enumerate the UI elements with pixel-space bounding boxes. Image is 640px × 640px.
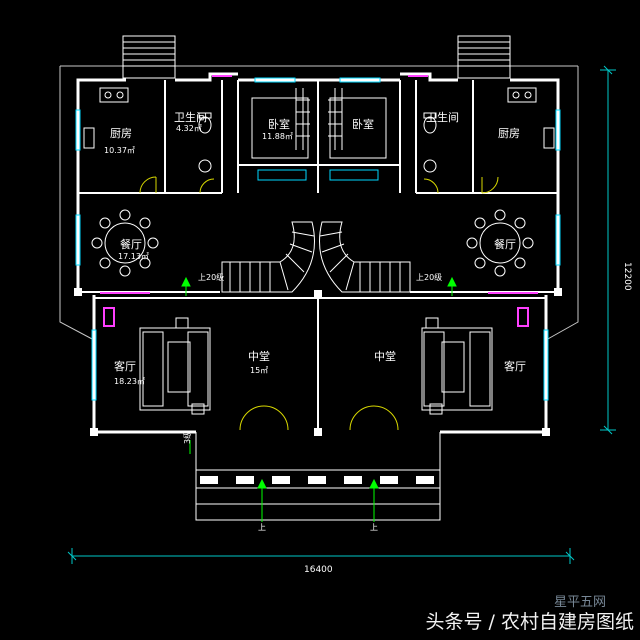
dining-left-area: 17.13㎡ — [118, 252, 149, 261]
kitchen-right-label: 厨房 — [498, 127, 520, 140]
dining-table-right — [466, 209, 534, 277]
bedroom-right-label: 卧室 — [352, 117, 374, 131]
up-arrows — [181, 276, 457, 522]
bedroom-left-label: 卧室 — [268, 117, 290, 131]
bath-left-area: 4.32㎡ — [176, 124, 202, 133]
spiral-stair-right — [319, 221, 411, 293]
dimension-lines — [67, 65, 616, 564]
dining-right-label: 餐厅 — [494, 237, 516, 251]
roof-outline — [59, 66, 95, 341]
hall-right-label: 中堂 — [374, 350, 396, 363]
dining-left-label: 餐厅 — [120, 237, 142, 251]
sofa-set-right — [421, 317, 493, 415]
width-dimension: 16400 — [304, 565, 333, 575]
height-dimension: 12200 — [622, 262, 632, 291]
columns — [74, 288, 562, 436]
up-label-left: 上 — [258, 523, 266, 532]
stair-left-label: 上20级 — [198, 272, 224, 282]
spiral-stair-left — [221, 221, 315, 293]
front-steps — [195, 432, 441, 521]
front-step-posts — [200, 476, 434, 484]
dining-table-left — [91, 209, 159, 277]
kitchen-left-label: 厨房 — [110, 127, 132, 140]
hall-left-area: 15㎡ — [250, 366, 268, 375]
roof-outline-right — [545, 66, 579, 341]
up-label-right: 上 — [370, 523, 378, 532]
bath-right-label: 卫生间 — [426, 110, 459, 124]
doors — [139, 176, 499, 431]
interior-walls — [78, 80, 558, 432]
kitchen-left-area: 10.37㎡ — [104, 146, 135, 155]
sofa-set-left — [139, 317, 211, 415]
windows — [75, 77, 561, 401]
living-left-label: 客厅 — [114, 359, 136, 373]
bath-fixtures — [198, 112, 437, 173]
bath-left-label: 卫生间 — [174, 110, 207, 124]
watermark: 头条号 / 农村自建房图纸 — [425, 611, 634, 633]
kitchen-fixtures — [83, 87, 555, 149]
living-right-label: 客厅 — [504, 359, 526, 373]
bedroom-left-area: 11.88㎡ — [262, 132, 293, 141]
back-stair-right — [457, 35, 511, 79]
pink-frames — [100, 75, 538, 327]
watermark-faint: 星平五网 — [553, 595, 606, 610]
hall-left-label: 中堂 — [248, 350, 270, 363]
steps-label: 3级 — [182, 431, 192, 444]
living-left-area: 18.23㎡ — [114, 377, 145, 386]
upper-stairs — [251, 88, 387, 159]
back-stair-left — [122, 35, 176, 79]
stair-right-label: 上20级 — [416, 272, 442, 282]
